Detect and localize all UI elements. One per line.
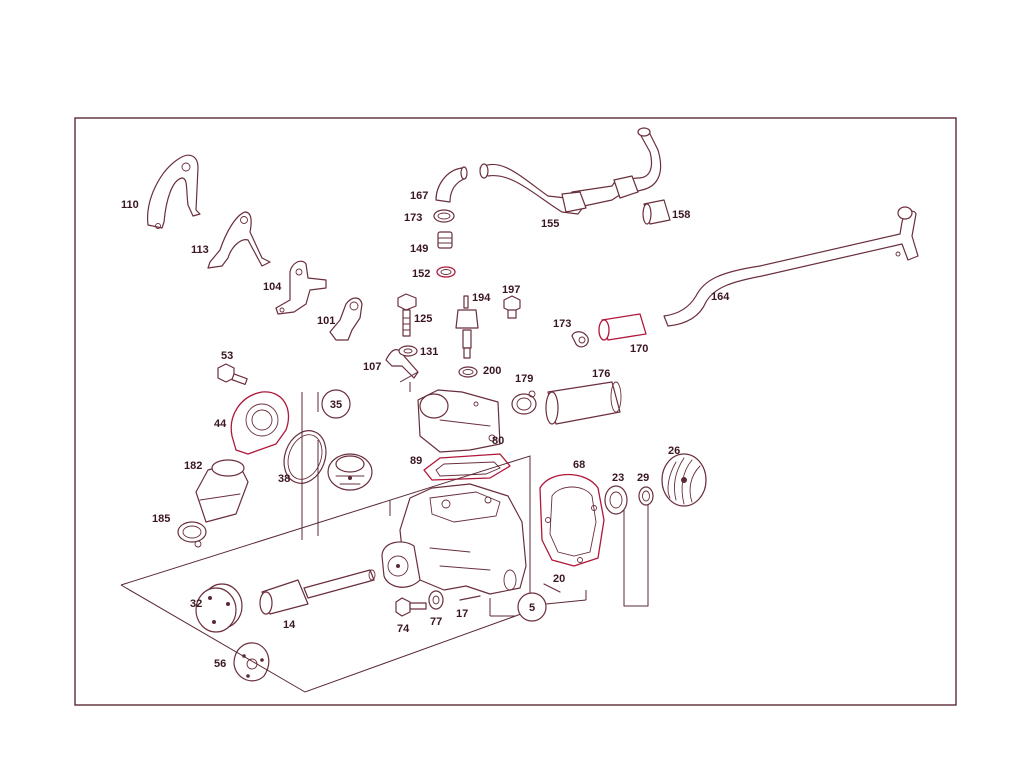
callout-5-number: 5 xyxy=(529,602,535,614)
label-74: 74 xyxy=(397,623,410,635)
label-176: 176 xyxy=(592,368,610,380)
label-14: 14 xyxy=(283,619,296,631)
part-182-hose-connector[interactable] xyxy=(195,459,249,523)
part-125-bolt[interactable] xyxy=(397,293,417,337)
label-53: 53 xyxy=(221,350,233,362)
diagram-frame xyxy=(74,117,957,706)
label-89: 89 xyxy=(410,455,422,467)
part-179-hose-clamp[interactable] xyxy=(511,390,537,415)
label-155: 155 xyxy=(541,218,559,230)
label-197: 197 xyxy=(502,284,520,296)
part-131-washer[interactable] xyxy=(398,345,418,357)
label-179: 179 xyxy=(515,373,533,385)
part-176-hose[interactable] xyxy=(545,381,622,425)
part-173-hose-clamp-top[interactable] xyxy=(433,209,455,223)
label-110: 110 xyxy=(121,199,139,211)
part-110-bracket[interactable] xyxy=(147,154,201,229)
part-74-bolt[interactable] xyxy=(395,597,427,617)
label-173-mid: 173 xyxy=(553,318,571,330)
part-26-impeller[interactable] xyxy=(661,453,707,507)
label-200: 200 xyxy=(483,365,501,377)
group-lines xyxy=(120,371,649,693)
label-194: 194 xyxy=(472,292,491,304)
part-20-pin[interactable] xyxy=(543,583,561,593)
label-23: 23 xyxy=(612,472,624,484)
label-113: 113 xyxy=(191,244,209,256)
label-149: 149 xyxy=(410,243,428,255)
part-labels: 110 113 104 101 107 167 173 149 152 155 … xyxy=(121,190,730,670)
label-20: 20 xyxy=(553,573,565,585)
callout-35-number: 35 xyxy=(330,399,342,411)
label-44: 44 xyxy=(214,418,227,430)
part-56-hub[interactable] xyxy=(233,642,270,682)
part-194-temperature-sensor[interactable] xyxy=(455,295,479,359)
label-38: 38 xyxy=(278,473,290,485)
label-158: 158 xyxy=(672,209,690,221)
label-17: 17 xyxy=(456,608,468,620)
label-167: 167 xyxy=(410,190,428,202)
label-170: 170 xyxy=(630,343,648,355)
label-131: 131 xyxy=(420,346,438,358)
part-80-outlet-housing[interactable] xyxy=(417,389,501,453)
label-32: 32 xyxy=(190,598,202,610)
part-167-elbow-hose[interactable] xyxy=(435,166,468,203)
part-32-pulley-flange[interactable] xyxy=(195,583,243,633)
label-26: 26 xyxy=(668,445,680,457)
part-149-plug[interactable] xyxy=(437,231,453,249)
part-185-hose-clamp[interactable] xyxy=(177,521,207,548)
part-17-pin[interactable] xyxy=(459,595,481,601)
part-152-seal-ring[interactable] xyxy=(436,266,456,278)
part-14-shaft-bearing[interactable] xyxy=(259,569,376,615)
label-104: 104 xyxy=(263,281,282,293)
part-170-hose-sleeve[interactable] xyxy=(598,313,647,341)
part-77-washer[interactable] xyxy=(428,590,444,610)
callout-5: 5 xyxy=(517,592,547,622)
label-164: 164 xyxy=(711,291,730,303)
part-101-clip[interactable] xyxy=(329,297,363,341)
label-68: 68 xyxy=(573,459,585,471)
label-185: 185 xyxy=(152,513,170,525)
label-152: 152 xyxy=(412,268,430,280)
part-104-bracket[interactable] xyxy=(275,260,327,315)
part-29-seal-ring[interactable] xyxy=(638,486,654,506)
part-38-o-ring[interactable] xyxy=(277,425,333,489)
label-182: 182 xyxy=(184,460,202,472)
part-173-hose-clamp-mid[interactable] xyxy=(571,331,589,348)
part-44-thermostat-cover[interactable] xyxy=(230,391,290,455)
label-77: 77 xyxy=(430,616,442,628)
label-29: 29 xyxy=(637,472,649,484)
part-pump-housing[interactable] xyxy=(381,483,527,595)
label-107: 107 xyxy=(363,361,381,373)
label-173-top: 173 xyxy=(404,212,422,224)
label-80: 80 xyxy=(492,435,504,447)
part-158-hose-sleeve[interactable] xyxy=(642,199,671,225)
part-68-gasket[interactable] xyxy=(539,474,605,567)
part-155-hose-pipe[interactable] xyxy=(479,127,662,215)
part-23-bearing-seal[interactable] xyxy=(604,485,628,515)
label-125: 125 xyxy=(414,313,432,325)
part-200-seal-ring[interactable] xyxy=(458,366,478,378)
part-35-thermostat[interactable] xyxy=(327,453,373,491)
part-113-bracket[interactable] xyxy=(207,211,271,269)
part-197-plug[interactable] xyxy=(503,295,521,319)
label-56: 56 xyxy=(214,658,226,670)
part-53-bolt[interactable] xyxy=(217,363,248,386)
callout-35: 35 xyxy=(321,389,351,419)
part-89-gasket[interactable] xyxy=(423,453,511,481)
part-164-long-pipe[interactable] xyxy=(663,206,919,327)
label-101: 101 xyxy=(317,315,335,327)
